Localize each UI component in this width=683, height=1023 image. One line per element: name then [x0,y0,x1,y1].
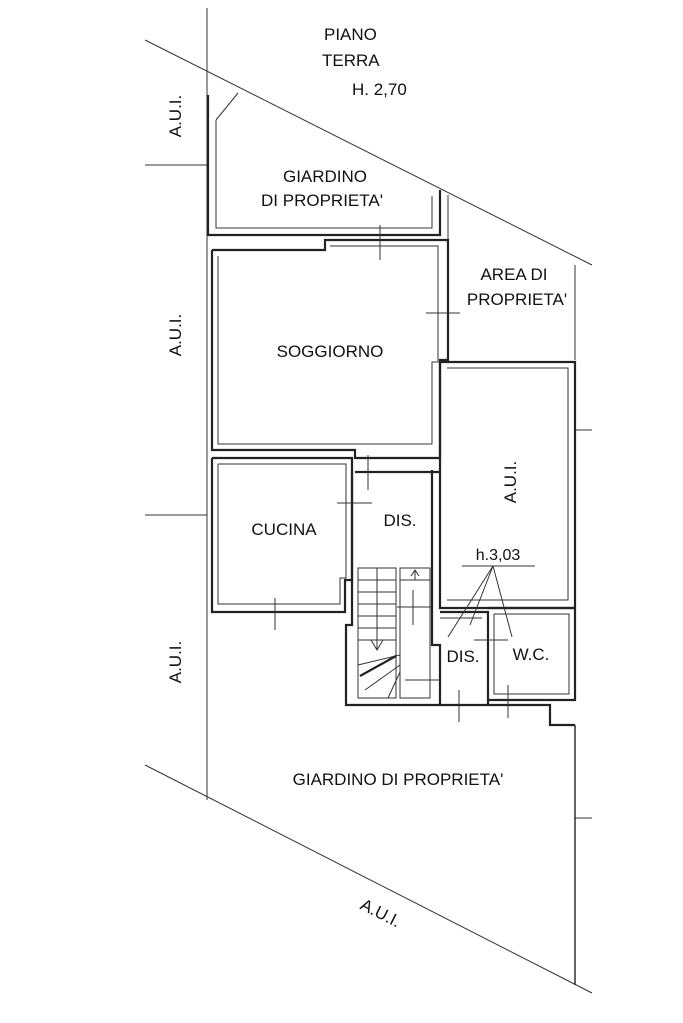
neighbor-label-lower: A.U.I. [166,641,185,684]
neighbor-labels: A.U.I. A.U.I. A.U.I. A.U.I. A.U.I. [166,95,520,931]
garden-top-label-1: GIARDINO [283,167,367,186]
dis-upper-label: DIS. [383,511,416,530]
kitchen-label: CUCINA [251,520,317,539]
neighbor-label-top: A.U.I. [166,95,185,138]
floor-title-line2: TERRA [322,51,380,70]
floor-title-line1: PIANO [324,25,377,44]
stair-core [344,470,442,707]
area-label-2: PROPRIETA' [467,290,567,309]
garden-top-outline [206,92,442,237]
neighbor-label-right: A.U.I. [501,461,520,504]
garden-top-label-2: DI PROPRIETA' [261,191,383,210]
neighbor-label-middle: A.U.I. [166,314,185,357]
wc-label: W.C. [513,645,550,664]
area-label-1: AREA DI [480,265,547,284]
opening-markers [274,225,509,722]
dis-lower-label: DIS. [446,647,479,666]
living-room-label: SOGGIORNO [277,342,384,361]
neighbor-label-bottom: A.U.I. [357,895,404,931]
ceiling-height-label: h.3,03 [476,547,521,564]
ceiling-height-leader [447,565,535,638]
kitchen-walls [210,456,354,614]
floor-title: PIANO TERRA H. 2,70 [322,25,407,99]
floor-height: H. 2,70 [352,80,407,99]
living-room-walls [210,238,450,474]
garden-bottom-label: GIARDINO DI PROPRIETA' [293,770,504,789]
